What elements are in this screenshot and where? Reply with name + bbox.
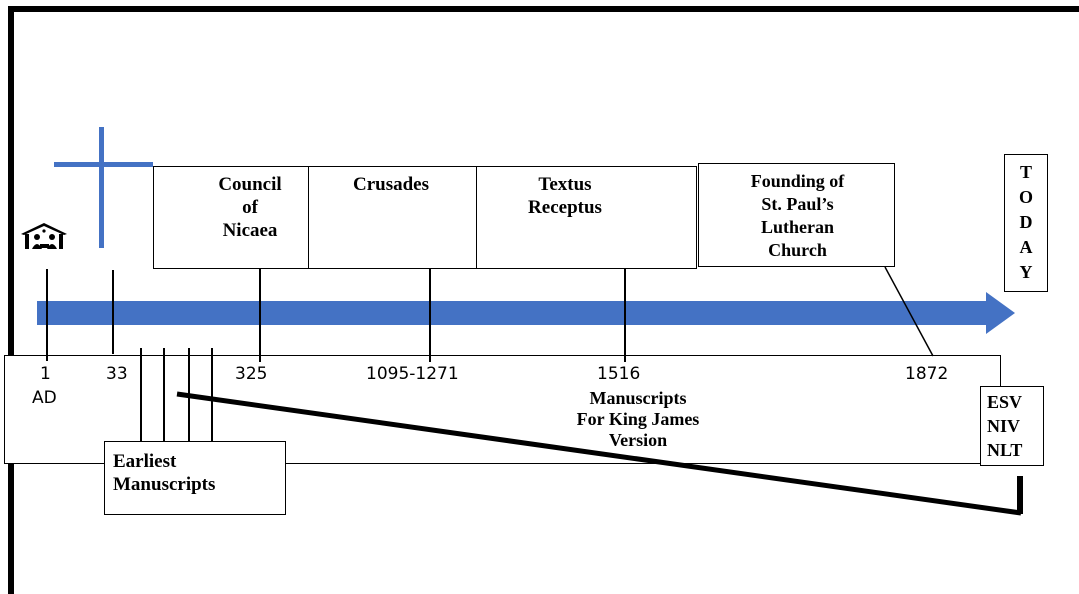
founding-label: Founding of St. Paul’s Lutheran Church [750, 171, 845, 260]
council-of-nicaea-label: Council of Nicaea [218, 174, 282, 241]
textus-receptus-box: Textus Receptus [476, 166, 697, 269]
tick-crusades [429, 269, 431, 362]
kjv-manuscripts-label: Manuscripts For King James Version [576, 388, 700, 450]
year-33: 33 [106, 364, 128, 384]
council-of-nicaea-box: Council of Nicaea [153, 166, 349, 269]
translation-connector-post [1017, 476, 1023, 514]
year-1872: 1872 [905, 364, 949, 384]
frame-left-border [8, 6, 14, 594]
earliest-tick-b [163, 348, 165, 441]
today-box: T O D A Y [1004, 154, 1048, 292]
modern-translations-box: ESV NIV NLT [980, 386, 1044, 466]
earliest-manuscripts-box: Earliest Manuscripts [104, 441, 286, 515]
crusades-label: Crusades [352, 174, 429, 195]
modern-translations-label: ESV NIV NLT [987, 392, 1023, 460]
textus-receptus-label: Textus Receptus [528, 174, 602, 218]
today-label: T O D A Y [1018, 162, 1033, 282]
earliest-tick-a [140, 348, 142, 441]
earliest-tick-c [188, 348, 190, 441]
year-ad: AD [32, 388, 57, 408]
cross-icon-horizontal [54, 162, 153, 167]
frame-top-border [8, 6, 1079, 12]
cross-icon-vertical [99, 127, 104, 248]
timeline-arrow [37, 292, 1015, 334]
year-1516: 1516 [597, 364, 641, 384]
earliest-manuscripts-label: Earliest Manuscripts [113, 451, 216, 495]
earliest-tick-d [211, 348, 213, 441]
translation-connector-line [176, 391, 1022, 516]
tick-1516 [624, 269, 626, 362]
tick-1ad [46, 269, 48, 361]
founding-box: Founding of St. Paul’s Lutheran Church [698, 163, 895, 267]
year-1: 1 [40, 364, 51, 384]
tick-325 [259, 269, 261, 362]
tick-33 [112, 270, 114, 354]
founding-connector-line [884, 266, 934, 357]
year-325: 325 [235, 364, 268, 384]
year-1095-1271: 1095-1271 [366, 364, 459, 384]
nativity-icon [19, 222, 69, 250]
crusades-box: Crusades [308, 166, 502, 269]
